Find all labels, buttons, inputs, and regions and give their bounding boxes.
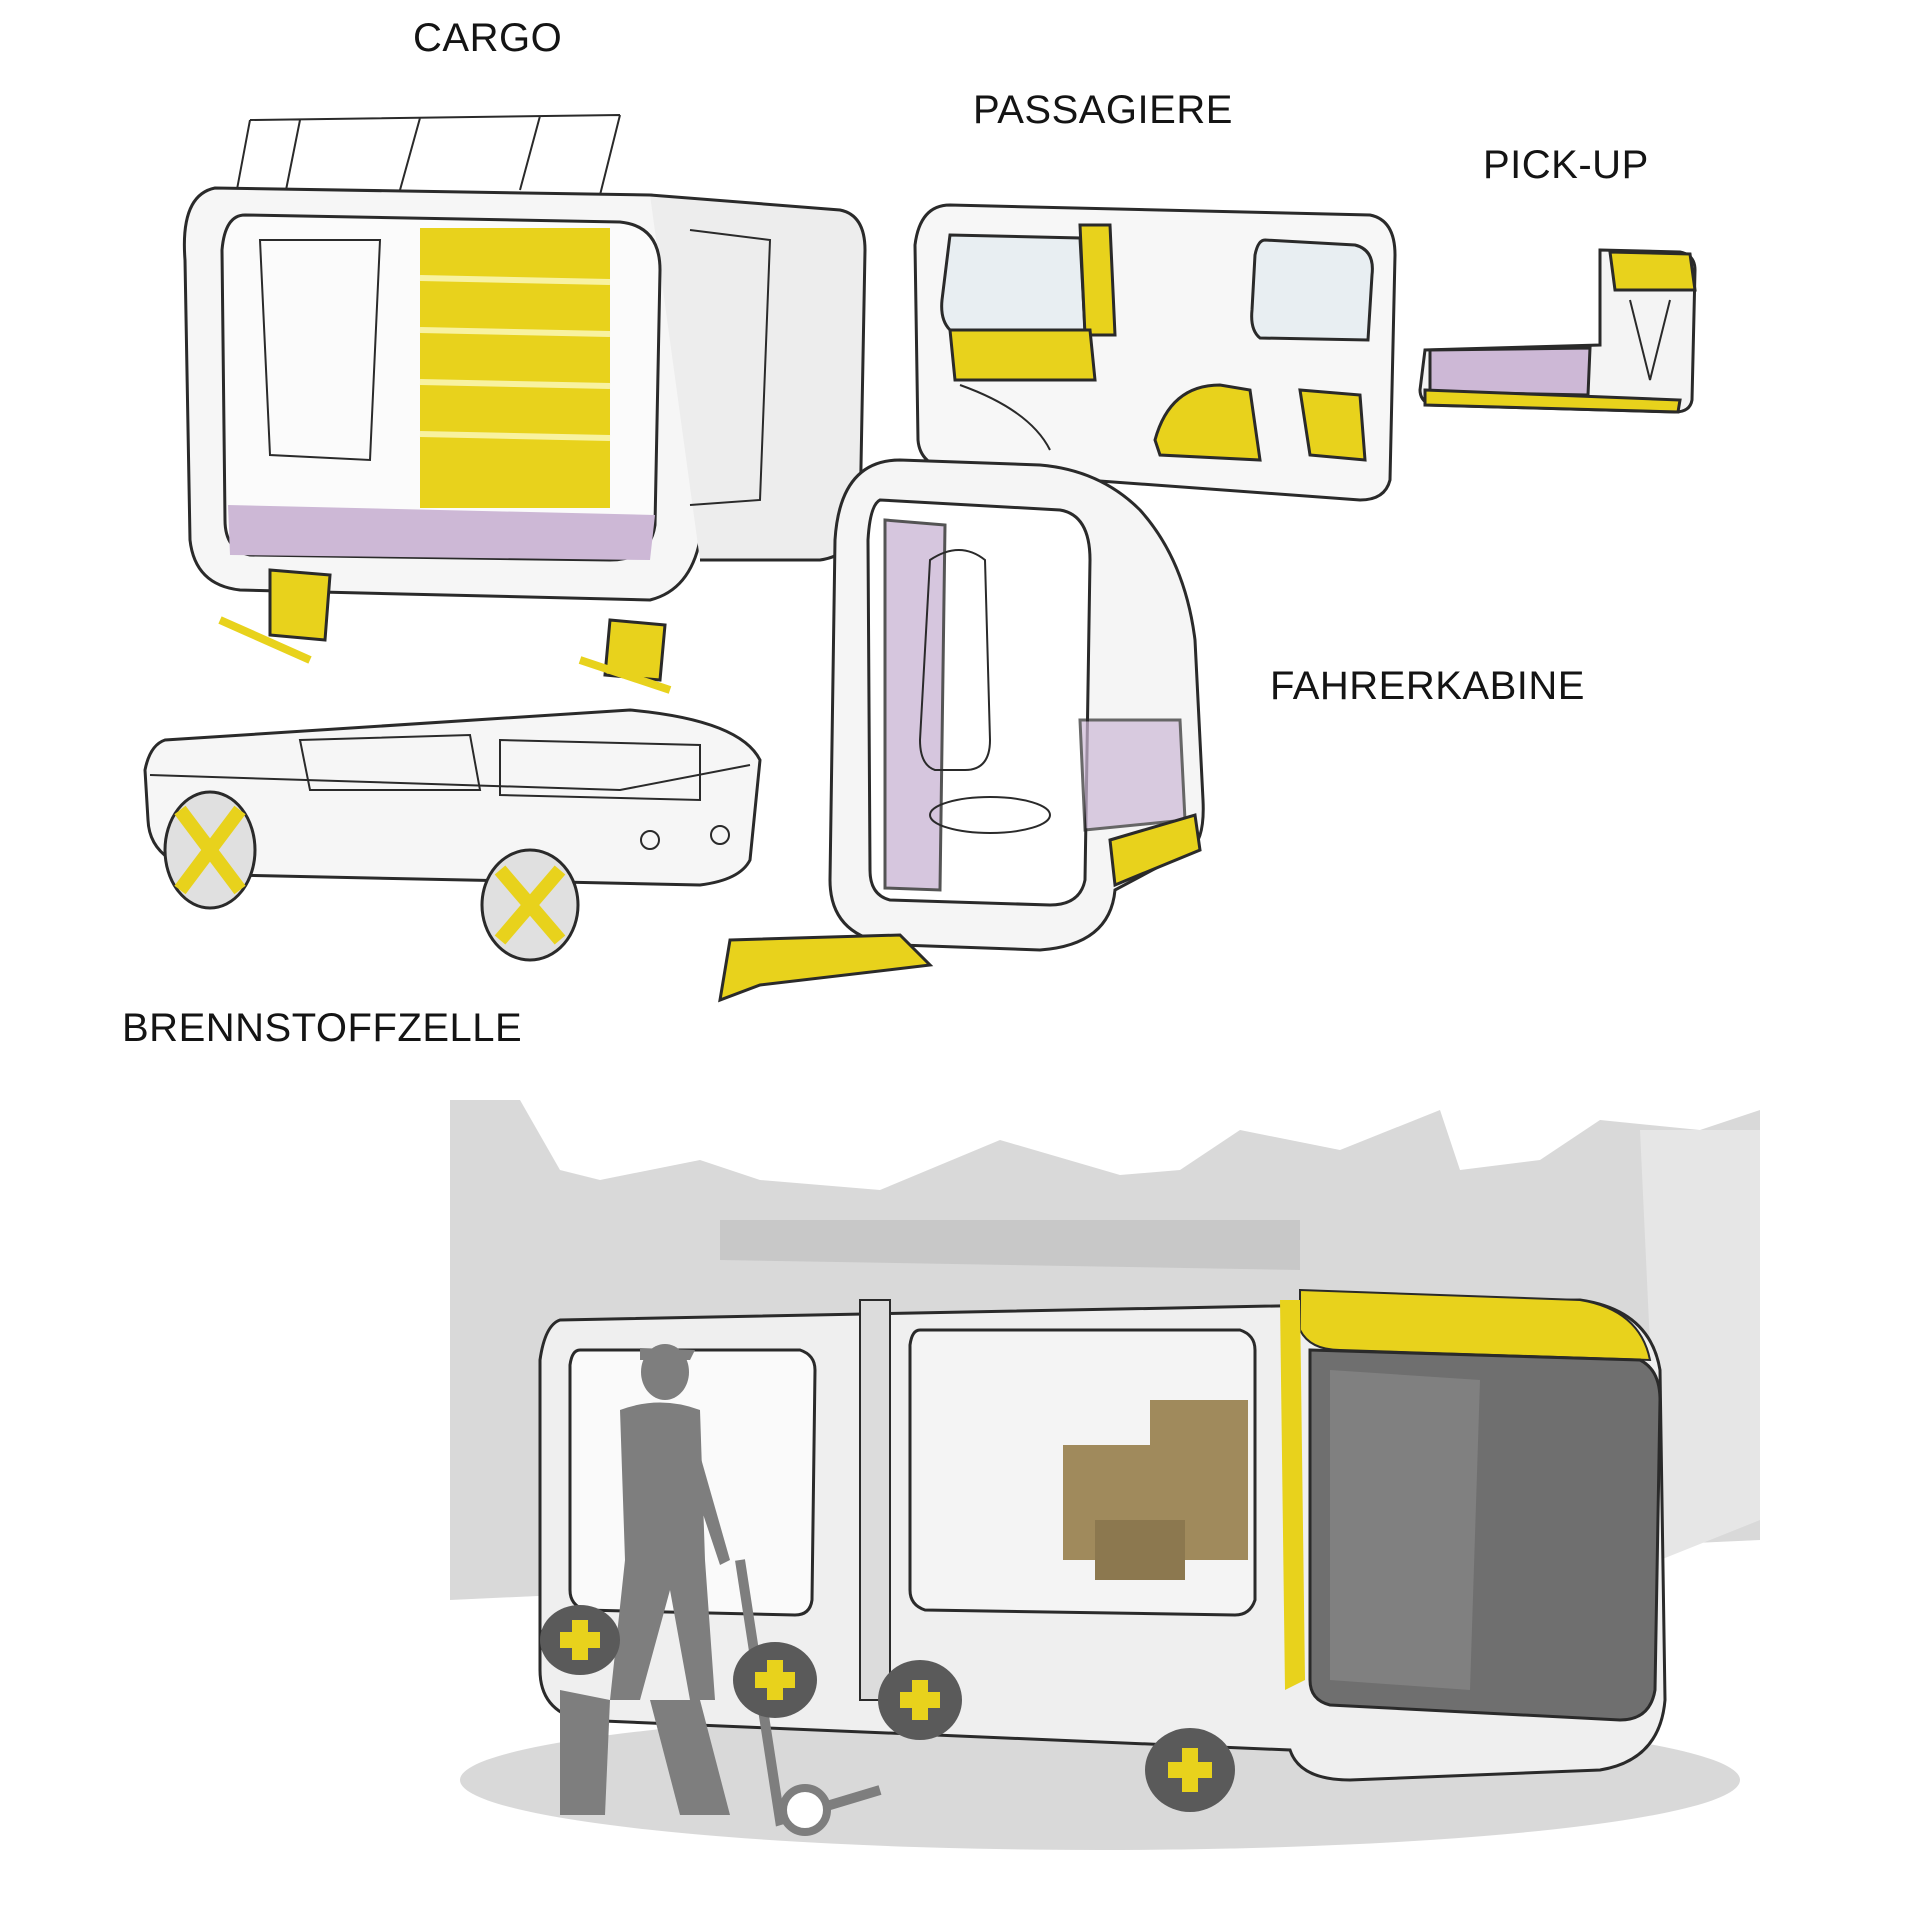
cardboard-boxes [1063, 1400, 1248, 1580]
label-brennstoffzelle: BRENNSTOFFZELLE [122, 1006, 523, 1050]
label-cargo: CARGO [413, 16, 563, 60]
cargo-module-sketch [182, 114, 867, 694]
vehicle-wheel [1145, 1728, 1235, 1812]
vehicle-wheel [733, 1642, 817, 1718]
driver-cabin-sketch [718, 458, 1205, 1003]
vehicle-wheel [540, 1605, 620, 1675]
label-passagiere: PASSAGIERE [973, 88, 1233, 132]
fuel-cell-chassis-sketch [143, 708, 762, 962]
label-fahrerkabine: FAHRERKABINE [1270, 664, 1585, 708]
chassis-wheel [163, 790, 257, 910]
passenger-module-sketch [913, 203, 1397, 502]
pickup-module-sketch [1418, 248, 1697, 414]
label-pickup: PICK-UP [1483, 143, 1649, 187]
vehicle-wheel [878, 1660, 962, 1740]
delivery-person-silhouette [560, 1344, 882, 1836]
chassis-wheel [480, 848, 580, 962]
assembled-vehicle-render [450, 1100, 1760, 1850]
